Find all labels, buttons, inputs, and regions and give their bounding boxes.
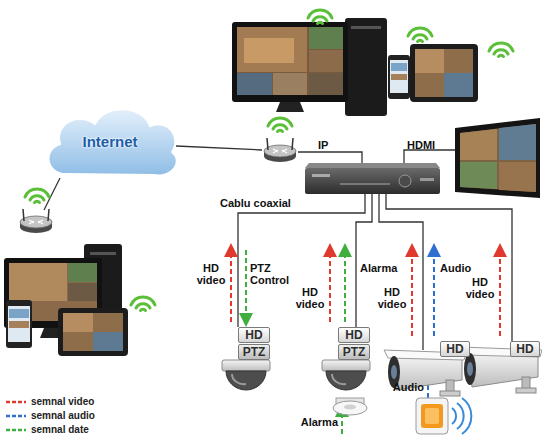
signal-label: Audio bbox=[440, 262, 480, 274]
camera-type-tag: HD bbox=[238, 327, 270, 343]
remote-client-devices bbox=[4, 244, 155, 356]
signal-label: HDMI bbox=[407, 139, 447, 151]
cloud-label: Internet bbox=[82, 133, 137, 150]
camera-type-tag: PTZ bbox=[238, 344, 270, 360]
signal-label: Audio bbox=[384, 381, 424, 393]
camera-badge: HD bbox=[440, 341, 470, 357]
top-client-devices bbox=[232, 10, 513, 116]
signal-arrow bbox=[231, 250, 500, 434]
camera-badge: HD bbox=[510, 341, 540, 357]
camera-badge: HDPTZ bbox=[238, 327, 270, 360]
legend-swatch bbox=[5, 412, 27, 420]
signal-label: Alarma bbox=[296, 416, 338, 428]
signal-label: HD video bbox=[193, 262, 229, 286]
ptz-dome-camera bbox=[222, 360, 370, 390]
camera-badge: HDPTZ bbox=[338, 327, 370, 360]
camera-type-tag: HD bbox=[440, 341, 470, 357]
camera-type-tag: PTZ bbox=[338, 344, 370, 360]
coaxial-cable bbox=[238, 194, 512, 350]
internet-cloud: Internet bbox=[40, 100, 180, 182]
camera-type-tag: HD bbox=[510, 341, 540, 357]
signal-label: HD video bbox=[462, 276, 498, 300]
legend-row: semnal video bbox=[5, 396, 94, 408]
signal-label: PTZ Control bbox=[250, 262, 296, 286]
signal-label: HD video bbox=[292, 286, 328, 310]
signal-label: Alarma bbox=[360, 262, 404, 274]
legend-swatch bbox=[5, 426, 27, 434]
legend-text: semnal date bbox=[31, 424, 89, 436]
alarm-sensor bbox=[333, 398, 367, 415]
hdmi-monitor bbox=[455, 118, 540, 198]
legend-swatch bbox=[5, 398, 27, 406]
signal-label: Cablu coaxial bbox=[220, 197, 320, 209]
audio-siren bbox=[416, 398, 471, 434]
legend-text: semnal audio bbox=[31, 410, 95, 422]
dvr-recorder bbox=[305, 163, 440, 194]
legend-row: semnal date bbox=[5, 424, 89, 436]
legend-row: semnal audio bbox=[5, 410, 95, 422]
signal-label: HD video bbox=[374, 286, 410, 310]
legend-text: semnal video bbox=[31, 396, 94, 408]
camera-type-tag: HD bbox=[338, 327, 370, 343]
signal-label: IP bbox=[318, 139, 340, 151]
cloud-outline bbox=[49, 109, 177, 175]
